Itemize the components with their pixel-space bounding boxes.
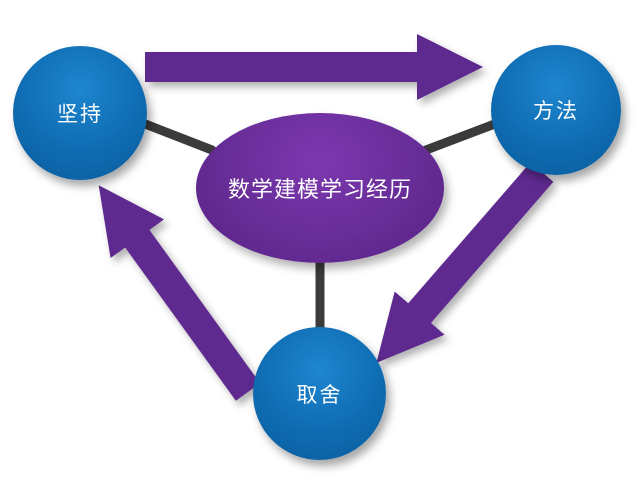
arrow-fangfa-to-qushe	[376, 162, 554, 363]
cycle-arrows	[98, 33, 554, 401]
node-jianchi-label: 坚持	[57, 102, 103, 126]
node-qushe: 取舍	[253, 327, 386, 460]
connector-center-jianchi	[135, 117, 217, 155]
connector-center-fangfa	[421, 117, 505, 155]
center-topic: 数学建模学习经历	[196, 113, 444, 263]
node-qushe-label: 取舍	[296, 382, 343, 407]
node-jianchi: 坚持	[13, 46, 147, 180]
node-fangfa: 方法	[491, 45, 621, 175]
connectors	[135, 117, 505, 336]
center-topic-label: 数学建模学习经历	[227, 177, 412, 202]
node-fangfa-label: 方法	[533, 99, 579, 123]
arrow-qushe-to-jianchi	[98, 185, 261, 401]
